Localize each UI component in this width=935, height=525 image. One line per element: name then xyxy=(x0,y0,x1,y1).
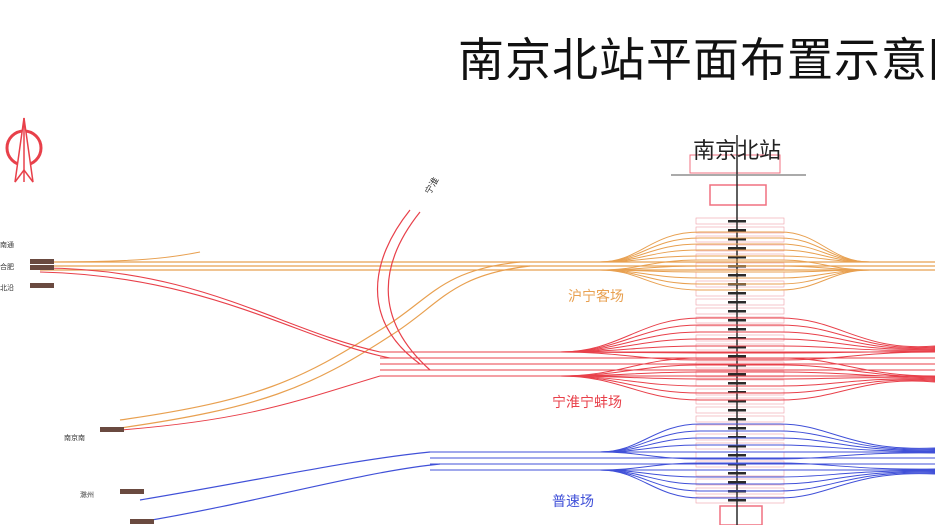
blue-station-track xyxy=(599,437,935,453)
line-end-marker xyxy=(30,259,54,264)
orange-station-track xyxy=(599,259,871,271)
red-station-track xyxy=(559,331,935,353)
red-diagonal xyxy=(377,209,421,365)
platform-outline xyxy=(695,343,785,351)
platform-outline xyxy=(695,298,785,306)
platform-outline xyxy=(695,226,785,234)
orange-station-track xyxy=(599,269,871,285)
orange-station-track xyxy=(599,269,871,273)
blue-approach xyxy=(139,451,431,501)
platform-outline xyxy=(695,316,785,324)
platform-outline xyxy=(695,478,785,486)
orange-branch xyxy=(119,261,521,421)
red-station-track xyxy=(559,375,935,380)
red-station-track xyxy=(559,375,935,387)
platform-outline xyxy=(695,217,785,225)
red-station-track xyxy=(559,375,935,401)
regular-speed-yard-tracks xyxy=(139,423,935,523)
yard-label-ning-huai-ning-bang: 宁淮宁蚌场 xyxy=(552,394,622,411)
red-station-track xyxy=(559,350,935,354)
red-station-track xyxy=(559,317,935,353)
line-label-2: 合肥 xyxy=(0,262,14,271)
blue-station-track xyxy=(599,469,935,492)
line-end-marker xyxy=(30,265,54,270)
line-label-1: 南通 xyxy=(0,240,14,249)
station-name-label: 南京北站 xyxy=(693,139,781,164)
page-title: 南京北站平面布置示意图 xyxy=(458,33,935,87)
station-platform-block xyxy=(671,135,806,525)
platform-outline xyxy=(695,235,785,243)
red-approach xyxy=(39,267,381,353)
line-end-marker xyxy=(30,283,54,288)
north-arrow-icon xyxy=(5,117,43,183)
blue-station-track xyxy=(599,451,935,460)
orange-station-track xyxy=(599,237,871,263)
red-station-track xyxy=(559,371,935,379)
red-station-track xyxy=(559,324,935,353)
line-end-marker xyxy=(130,519,154,524)
blue-station-track xyxy=(599,469,935,485)
line-end-marker xyxy=(100,427,124,432)
orange-station-track xyxy=(599,231,871,263)
red-station-track xyxy=(559,338,935,353)
blue-station-track xyxy=(599,444,935,453)
ning-huai-ning-bang-yard-tracks xyxy=(39,209,935,431)
red-approach xyxy=(39,271,391,359)
red-station-track xyxy=(559,364,935,378)
orange-station-track xyxy=(599,249,871,263)
line-end-marker xyxy=(120,489,144,494)
orange-station-track xyxy=(599,269,871,279)
blue-station-track xyxy=(599,469,935,499)
platform-outline xyxy=(695,415,785,423)
line-label-diagonal: 宁淮 xyxy=(422,175,441,197)
line-label-3: 北沿 xyxy=(0,283,14,292)
yard-label-hu-ning: 沪宁客场 xyxy=(568,288,624,305)
red-approach xyxy=(119,375,381,431)
platform-outline xyxy=(695,388,785,396)
blue-station-track xyxy=(599,462,935,471)
red-diagonal xyxy=(387,211,431,371)
line-label-5: 滁州 xyxy=(80,490,94,499)
red-station-track xyxy=(559,345,935,353)
line-label-4: 南京南 xyxy=(64,433,85,442)
platform-outline xyxy=(695,406,785,414)
platform-outline xyxy=(695,397,785,405)
orange-station-track xyxy=(599,243,871,263)
blue-station-track xyxy=(599,430,935,453)
platform-outline xyxy=(695,433,785,441)
blue-station-track xyxy=(599,423,935,453)
platform-outline xyxy=(695,334,785,342)
hu-ning-passenger-yard-tracks xyxy=(39,231,935,429)
platform-outline xyxy=(695,307,785,315)
orange-branch xyxy=(39,251,201,263)
platform-outline xyxy=(695,442,785,450)
orange-branch xyxy=(119,265,531,429)
orange-station-track xyxy=(599,269,871,291)
blue-station-track xyxy=(599,469,935,478)
orange-station-track xyxy=(599,265,871,271)
red-station-track xyxy=(559,357,935,377)
platform-outline xyxy=(695,244,785,252)
blue-approach xyxy=(139,463,441,523)
orange-station-track xyxy=(599,255,871,263)
yard-label-regular: 普速场 xyxy=(552,494,594,510)
platform-outline xyxy=(695,370,785,378)
red-station-track xyxy=(559,351,935,361)
red-station-track xyxy=(559,375,935,394)
platform-outline xyxy=(695,496,785,504)
